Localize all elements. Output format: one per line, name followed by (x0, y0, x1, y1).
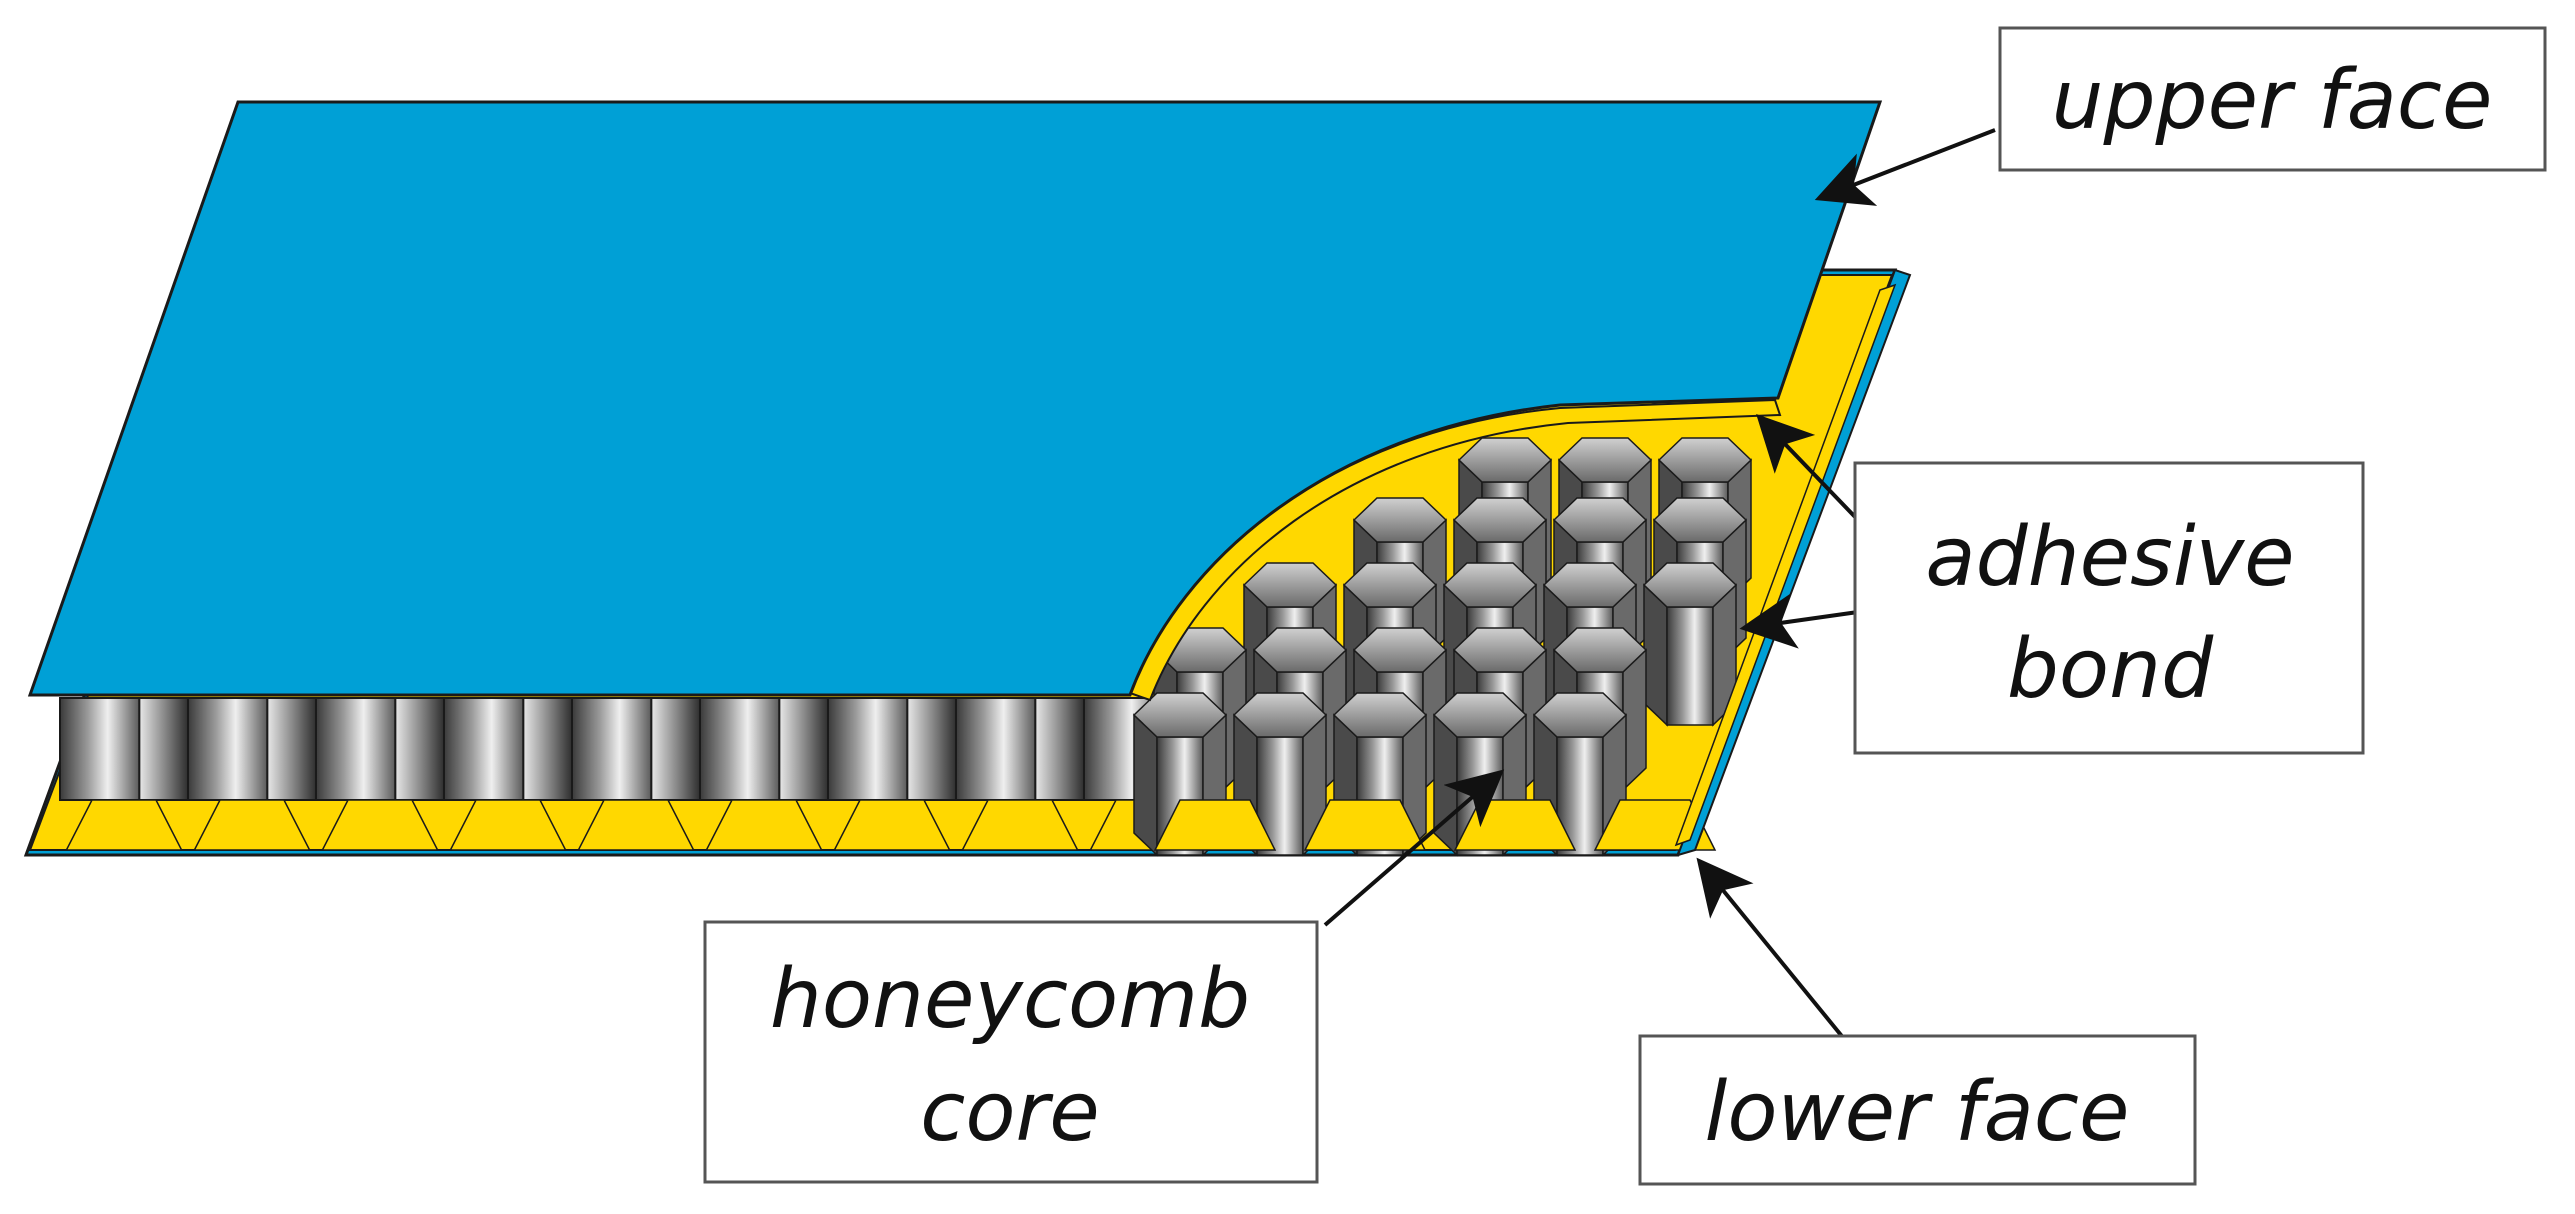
svg-text:upper face: upper face (2052, 53, 2493, 148)
lower-face-arrow (1696, 857, 1847, 1042)
honeycomb-cell (699, 697, 829, 851)
honeycomb-cell (1532, 692, 1628, 857)
svg-text:honeycomb: honeycomb (770, 952, 1250, 1047)
adhesive-bond-label: adhesive bond (1853, 461, 2365, 755)
adhesive-fillet (1303, 799, 1427, 851)
honeycomb-core-arrow (1323, 769, 1505, 927)
upper-face-sheet (27, 100, 1883, 697)
honeycomb-cell (827, 697, 957, 851)
adhesive-fillet (1153, 799, 1277, 851)
honeycomb-core-front (59, 697, 1213, 851)
honeycomb-cell (59, 697, 189, 851)
honeycomb-cell (1642, 562, 1738, 727)
honeycomb-cell (571, 697, 701, 851)
honeycomb-cell (443, 697, 573, 851)
svg-text:lower face: lower face (1705, 1065, 2130, 1160)
arrows (1323, 128, 1996, 1042)
adhesive-bond-arrow-lower (1739, 593, 1859, 649)
honeycomb-cell (955, 697, 1085, 851)
honeycomb-cell (315, 697, 445, 851)
panel-right-edge (1674, 268, 1912, 857)
adhesive-bond-arrow-upper (1756, 413, 1860, 522)
upper-face-arrow (1814, 128, 1996, 206)
svg-text:bond: bond (2007, 622, 2214, 717)
upper-face-label: upper face (1998, 26, 2547, 172)
svg-text:adhesive: adhesive (1925, 510, 2294, 605)
lower-face-label: lower face (1638, 1034, 2197, 1186)
honeycomb-core-label: honeycomb core (703, 920, 1319, 1184)
honeycomb-cell (187, 697, 317, 851)
honeycomb-core-exposed (1132, 437, 1753, 857)
svg-text:core: core (920, 1065, 1099, 1160)
